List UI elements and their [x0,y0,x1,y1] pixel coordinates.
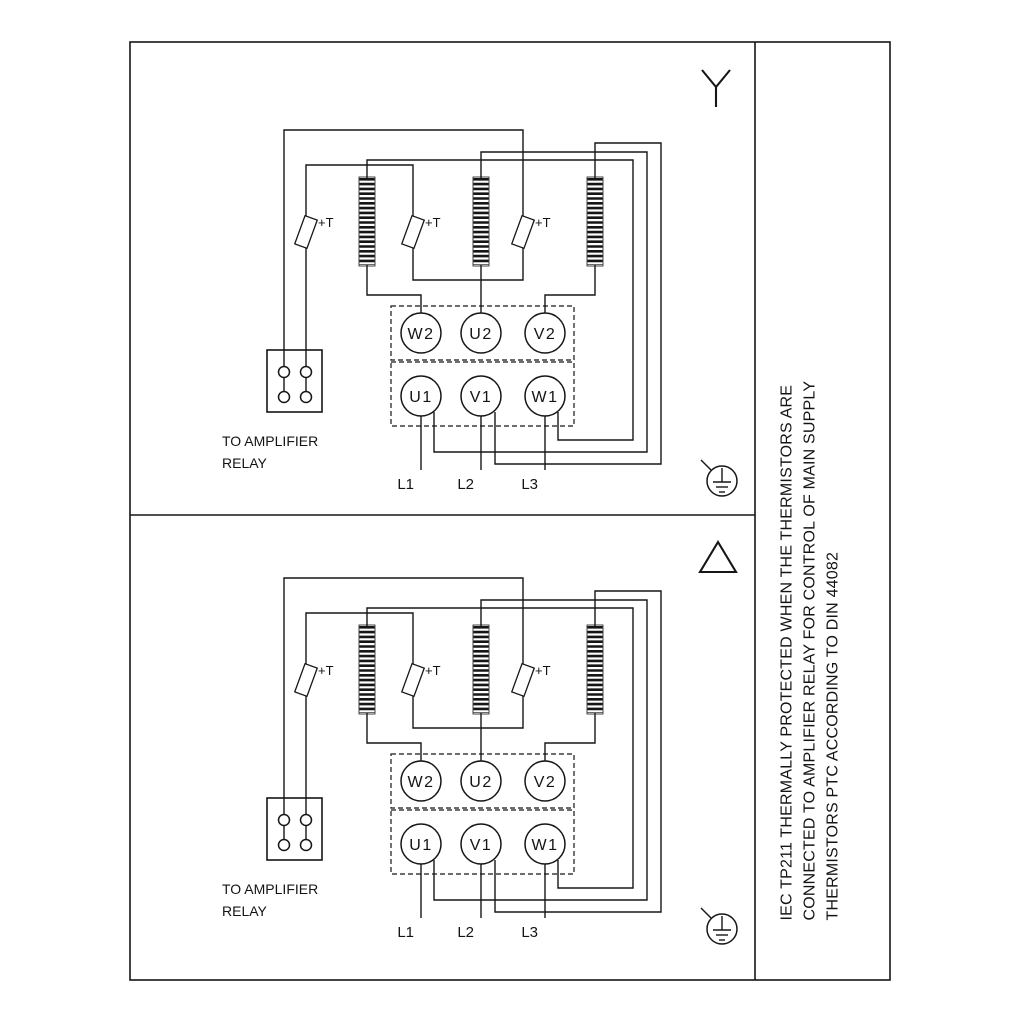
terminal-circle [524,312,566,354]
wire [366,713,422,761]
wire [433,599,648,901]
label: +T [425,215,441,230]
label: TO AMPLIFIER [222,881,318,897]
drawing-border [129,41,891,981]
terminal-circle [524,760,566,802]
terminal-board [390,305,575,361]
terminal-board [390,753,575,809]
relay-terminal [299,365,313,379]
label: TO AMPLIFIER [222,433,318,449]
wire [494,590,662,913]
thermistor-icon [293,662,319,698]
relay-connector-box [266,349,323,413]
motor-winding-frame [358,176,376,267]
label: +T [535,663,551,678]
thermistor-icon [510,662,536,698]
wire [283,129,524,402]
terminal-circle [524,375,566,417]
earth-ground-icon [700,907,738,945]
label: U2 [469,774,492,791]
label: V2 [534,326,557,343]
drawing-frame [129,41,891,981]
terminal-circle [400,312,442,354]
label: V1 [470,837,493,854]
side-note-line: IEC TP211 THERMALLY PROTECTED WHEN THE T… [778,384,796,921]
side-note-line: THERMISTORS PTC ACCORDING TO DIN 44082 [824,551,842,921]
earth-ground-icon [700,459,738,497]
label: U2 [469,326,492,343]
motor-winding-frame [472,176,490,267]
terminal-circle [400,375,442,417]
label: W1 [532,389,559,406]
relay-terminal [299,390,313,404]
terminal-circle [460,760,502,802]
label: W1 [532,837,559,854]
terminal-circle [400,823,442,865]
label: +T [535,215,551,230]
label: +T [318,663,334,678]
terminal-board [390,809,575,875]
relay-terminal [277,365,291,379]
relay-terminal [299,813,313,827]
thermistor-icon [400,662,426,698]
terminal-board [390,361,575,427]
relay-terminal [277,813,291,827]
label: L1 [397,924,414,941]
thermistor-icon [293,214,319,250]
motor-winding-frame [472,624,490,715]
wire [366,159,634,441]
wire [283,577,524,850]
terminal-circle [524,823,566,865]
label: W2 [408,774,435,791]
motor-winding-frame [358,624,376,715]
motor-winding-frame [586,624,604,715]
side-note-text: IEC TP211 THERMALLY PROTECTED WHEN THE T… [776,361,845,921]
label: W2 [408,326,435,343]
side-note-line: CONNECTED TO AMPLIFIER RELAY FOR CONTROL… [801,380,819,921]
label: V2 [534,774,557,791]
label: L3 [521,476,538,493]
terminal-circle [460,312,502,354]
relay-terminal [299,838,313,852]
wire [544,265,596,313]
relay-connector-box [266,797,323,861]
label: V1 [470,389,493,406]
delta-icon [698,539,738,574]
terminal-circle [400,760,442,802]
label: +T [318,215,334,230]
wire [494,142,662,465]
wire [433,151,648,453]
label: L2 [457,476,474,493]
terminal-circle [460,823,502,865]
label: L3 [521,924,538,941]
wye-icon [701,69,731,107]
label: +T [425,663,441,678]
thermistor-icon [400,214,426,250]
terminal-circle [460,375,502,417]
label: U1 [409,837,432,854]
label: RELAY [222,455,268,471]
label: L1 [397,476,414,493]
thermistor-icon [510,214,536,250]
label: U1 [409,389,432,406]
wire [366,265,422,313]
relay-terminal [277,838,291,852]
relay-terminal [277,390,291,404]
label: RELAY [222,903,268,919]
wire [366,607,634,889]
motor-winding-frame [586,176,604,267]
label: L2 [457,924,474,941]
wire [544,713,596,761]
